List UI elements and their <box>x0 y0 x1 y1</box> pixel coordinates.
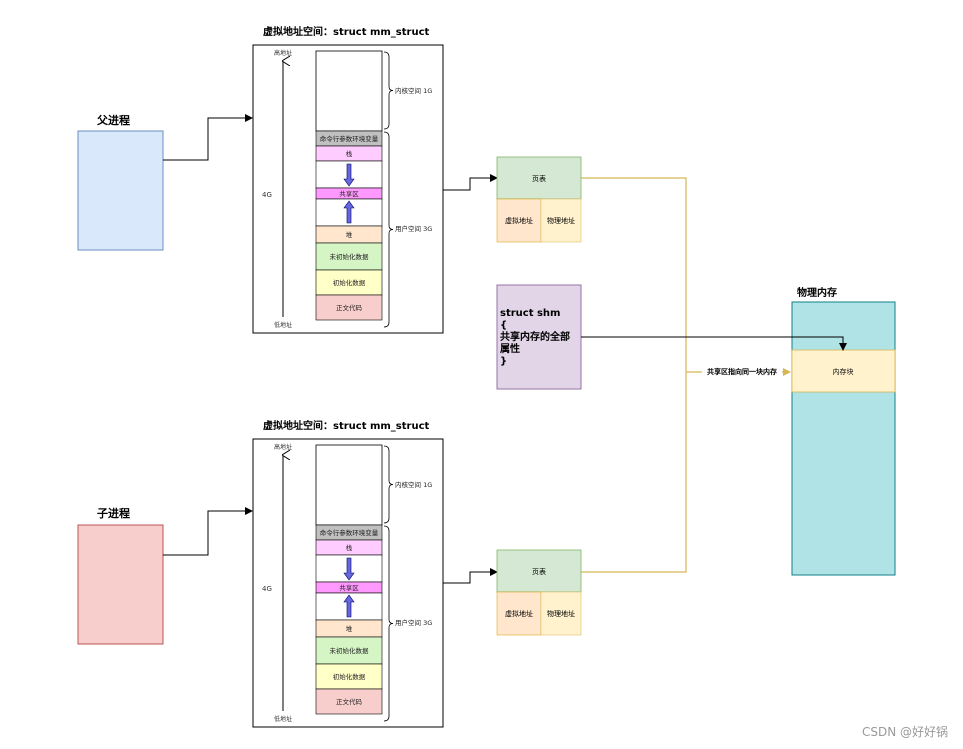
parent-segment-init-data <box>315 269 383 296</box>
child-page-table-virtual-label: 虚拟地址 <box>505 609 533 618</box>
shm-struct-line: 属性 <box>500 342 520 355</box>
parent-vspace-title: 虚拟地址空间：struct mm_struct <box>263 25 430 38</box>
child-segment-text-code <box>315 688 383 715</box>
parent-page-table-physical-cell <box>540 198 582 243</box>
child-segment-uninit-data <box>315 636 383 665</box>
child-kernel-brace <box>383 445 394 524</box>
parent-segment-uninit-data <box>315 242 383 271</box>
parent-page-table-virtual-cell <box>496 198 542 243</box>
child-page-table-virtual-cell <box>496 591 542 636</box>
parent-high-address-label: 高地址 <box>274 49 292 57</box>
watermark: CSDN @好好锅 <box>862 724 948 739</box>
child-vspace-title: 虚拟地址空间：struct mm_struct <box>263 419 430 432</box>
child-page-table-physical-cell <box>540 591 582 636</box>
parent-pagetable-to-memory-line <box>581 177 687 372</box>
child-page-table-title: 页表 <box>532 567 546 576</box>
shared-note-bg <box>702 364 782 378</box>
child-user-brace <box>383 525 394 722</box>
parent-size-label: 4G <box>262 191 272 199</box>
parent-segment-shared-label: 共享区 <box>339 189 359 198</box>
memory-block <box>791 349 896 393</box>
parent-user-brace <box>383 131 394 328</box>
child-user-space-label: 用户空间 3G <box>395 618 432 627</box>
parent-segment-text-code-label: 正文代码 <box>336 303 363 312</box>
child-page-table-physical-label: 物理地址 <box>547 609 575 618</box>
child-heap-grow-arrow <box>343 594 355 618</box>
shm-struct-line: { <box>500 320 507 331</box>
parent-segment-text-code <box>315 294 383 321</box>
physical-memory-title: 物理内存 <box>797 286 837 299</box>
shm-to-memory-arrow <box>581 336 847 351</box>
parent-kernel-space <box>315 50 383 132</box>
child-high-address-label: 高地址 <box>274 443 292 451</box>
child-pagetable-to-memory-line <box>581 372 687 573</box>
child-segment-text-code-label: 正文代码 <box>336 697 363 706</box>
parent-segment-init-data-label: 初始化数据 <box>333 278 366 287</box>
child-stack-grow-arrow <box>343 557 355 581</box>
shm-struct-box <box>496 284 582 390</box>
parent-user-space-label: 用户空间 3G <box>395 224 432 233</box>
parent-segment-heap-label: 堆 <box>346 230 353 239</box>
child-kernel-space-label: 内核空间 1G <box>395 480 432 489</box>
shared-memory-note: 共享区指向同一块内存 <box>707 367 777 376</box>
parent-page-table-title: 页表 <box>532 174 546 183</box>
parent-low-address-label: 低地址 <box>274 321 292 329</box>
parent-kernel-brace <box>383 51 394 130</box>
parent-segment-stack-label: 栈 <box>346 149 353 158</box>
shm-struct-line: struct shm <box>500 308 560 319</box>
parent-process-label: 父进程 <box>96 113 130 127</box>
parent-heap-grow-arrow <box>343 200 355 224</box>
child-segment-shared-label: 共享区 <box>339 583 359 592</box>
parent-segment-uninit-data-label: 未初始化数据 <box>330 252 370 261</box>
child-size-label: 4G <box>262 585 272 593</box>
child-low-address-label: 低地址 <box>274 715 292 723</box>
child-segment-heap-label: 堆 <box>346 624 353 633</box>
child-process-label: 子进程 <box>97 506 130 520</box>
parent-to-vspace-arrow <box>163 114 253 161</box>
parent-page-table-header <box>496 156 582 200</box>
child-to-vspace-arrow <box>163 507 253 556</box>
parent-page-table-physical-label: 物理地址 <box>547 216 575 225</box>
shm-struct-line: 共享内存的全部 <box>500 330 570 343</box>
parent-kernel-space-label: 内核空间 1G <box>395 86 432 95</box>
shm-struct-line: } <box>500 356 507 367</box>
child-process-box <box>77 524 164 645</box>
child-segment-cmdline-env-label: 命令行参数环境变量 <box>320 528 379 537</box>
child-segment-uninit-data-label: 未初始化数据 <box>330 646 370 655</box>
memory-block-label: 内存块 <box>833 367 854 376</box>
parent-vspace-to-pagetable-arrow <box>443 174 498 191</box>
parent-segment-cmdline-env-label: 命令行参数环境变量 <box>320 134 379 143</box>
child-kernel-space <box>315 444 383 526</box>
child-segment-stack-label: 栈 <box>346 543 353 552</box>
child-segment-init-data <box>315 663 383 690</box>
child-segment-init-data-label: 初始化数据 <box>333 672 366 681</box>
parent-stack-grow-arrow <box>343 163 355 187</box>
child-vspace-to-pagetable-arrow <box>443 568 498 584</box>
parent-page-table-virtual-label: 虚拟地址 <box>505 216 533 225</box>
parent-process-box <box>77 130 164 251</box>
